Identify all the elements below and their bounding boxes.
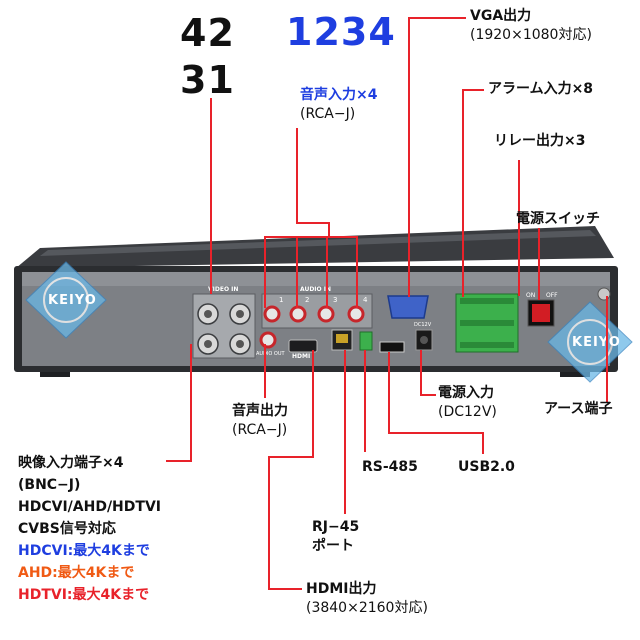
- silk-hdmi: HDMI: [292, 353, 311, 360]
- silk-audio-ch-3: 3: [333, 296, 338, 304]
- label-rs485: RS-485: [362, 459, 418, 475]
- label-video-in-hdtvi: HDTVI:最大4Kまで: [18, 587, 150, 603]
- video-channel-bottom-numbers: 31: [180, 58, 235, 102]
- line-video-in-v: [190, 344, 192, 462]
- label-video-in-line4: CVBS信号対応: [18, 521, 116, 537]
- line-power-in-v: [420, 350, 422, 396]
- label-video-in-hdcvi: HDCVI:最大4Kまで: [18, 543, 150, 559]
- label-hdmi: HDMI出力 (3840×2160対応): [306, 580, 428, 618]
- line-hdmi-h2: [268, 588, 302, 590]
- label-vga-sub: (1920×1080対応): [470, 27, 592, 43]
- silk-audio-ch-4: 4: [363, 296, 368, 304]
- keiyo-watermark-right: [547, 301, 633, 383]
- label-hdmi-sub: (3840×2160対応): [306, 600, 428, 616]
- label-vga-title: VGA出力: [470, 8, 532, 24]
- audio-in-jack-4: [347, 305, 365, 323]
- label-video-in-line1: 映像入力端子×4: [18, 455, 124, 471]
- audio-in-jacks: [263, 305, 365, 323]
- label-audio-in-title: 音声入力×4: [300, 87, 378, 103]
- foot-right: [560, 372, 590, 377]
- line-video-numbers: [210, 98, 212, 294]
- line-usb-h: [388, 432, 484, 434]
- keiyo-watermark-left: [25, 261, 107, 339]
- line-audio-in-2: [296, 236, 298, 308]
- label-relay-out: リレー出力×3: [494, 133, 586, 149]
- video-channel-top-numbers: 42: [180, 11, 235, 55]
- label-audio-in: 音声入力×4 (RCA−J): [300, 86, 377, 124]
- line-rj45: [344, 350, 346, 514]
- label-power-in-title: 電源入力: [438, 385, 494, 401]
- silk-audio-out: AUDIO OUT: [256, 351, 285, 357]
- silk-dc: DC12V: [414, 322, 432, 328]
- back-panel-sheen: [22, 272, 610, 286]
- watermark-text-left: KEIYO: [48, 293, 97, 308]
- label-usb: USB2.0: [458, 459, 515, 475]
- line-vga-h: [408, 17, 466, 19]
- audio-channel-numbers: 1234: [286, 10, 396, 54]
- line-relay: [518, 160, 520, 296]
- silk-video-in: VIDEO IN: [208, 286, 239, 293]
- line-hdmi-v1: [312, 350, 314, 458]
- audio-out-jack: [259, 331, 277, 349]
- audio-in-jack-3: [317, 305, 335, 323]
- label-video-in: 映像入力端子×4 (BNC−J) HDCVI/AHD/HDTVI CVBS信号対…: [18, 452, 161, 606]
- label-video-in-line3: HDCVI/AHD/HDTVI: [18, 499, 161, 515]
- line-audio-in-3: [326, 236, 328, 308]
- line-video-in-h: [166, 460, 192, 462]
- label-alarm-in: アラーム入力×8: [488, 81, 594, 97]
- line-audio-in-bar: [264, 236, 358, 238]
- label-power-switch: 電源スイッチ: [516, 211, 600, 227]
- label-rj45-title: RJ−45: [312, 519, 360, 535]
- label-audio-out: 音声出力 (RCA−J): [232, 402, 288, 440]
- silk-audio-ch-1: 1: [279, 296, 284, 304]
- audio-in-jack-2: [289, 305, 307, 323]
- line-audio-in-h1: [296, 222, 330, 224]
- line-power-in-h: [420, 394, 436, 396]
- line-audio-in-4: [356, 236, 358, 308]
- label-audio-out-title: 音声出力: [232, 403, 288, 419]
- label-video-in-line2: (BNC−J): [18, 477, 81, 493]
- label-hdmi-title: HDMI出力: [306, 581, 377, 597]
- line-vga-v: [408, 17, 410, 297]
- audio-in-jack-1: [263, 305, 281, 323]
- label-vga: VGA出力 (1920×1080対応): [470, 7, 592, 45]
- label-rj45-sub: ポート: [312, 538, 354, 554]
- label-audio-out-sub: (RCA−J): [232, 422, 288, 438]
- foot-left: [40, 372, 70, 377]
- line-audio-out: [264, 344, 266, 398]
- label-audio-in-sub: (RCA−J): [300, 106, 356, 122]
- line-usb-v1: [388, 352, 390, 434]
- label-power-in: 電源入力 (DC12V): [438, 384, 497, 422]
- ground-screw: [597, 287, 611, 301]
- label-rj45: RJ−45 ポート: [312, 518, 359, 556]
- silk-audio-in: AUDIO IN: [300, 286, 331, 293]
- silk-on: ON: [526, 292, 536, 299]
- silk-off: OFF: [546, 292, 558, 299]
- line-audio-in-stem: [296, 128, 298, 224]
- line-power-switch: [538, 228, 540, 300]
- label-ground: アース端子: [544, 401, 613, 417]
- line-audio-in-1: [264, 236, 266, 308]
- line-ground: [606, 296, 608, 402]
- chassis-top-highlight: [40, 230, 596, 256]
- label-power-in-sub: (DC12V): [438, 404, 497, 420]
- chassis-top: [16, 226, 614, 268]
- line-hdmi-h1: [268, 456, 314, 458]
- line-hdmi-v2: [268, 456, 270, 590]
- line-alarm-v: [462, 89, 464, 297]
- rs485-terminal: [359, 331, 373, 351]
- line-audio-in-drop: [328, 222, 330, 238]
- line-rs485: [364, 350, 366, 452]
- usb-port: [379, 341, 405, 353]
- line-usb-v2: [482, 432, 484, 454]
- hdmi-port: [288, 339, 318, 353]
- watermark-text-right: KEIYO: [572, 335, 621, 350]
- power-switch-rocker: [532, 304, 550, 322]
- vga-port: [387, 295, 429, 319]
- silk-audio-ch-2: 2: [305, 296, 310, 304]
- line-alarm-h: [462, 89, 484, 91]
- label-video-in-ahd: AHD:最大4Kまで: [18, 565, 135, 581]
